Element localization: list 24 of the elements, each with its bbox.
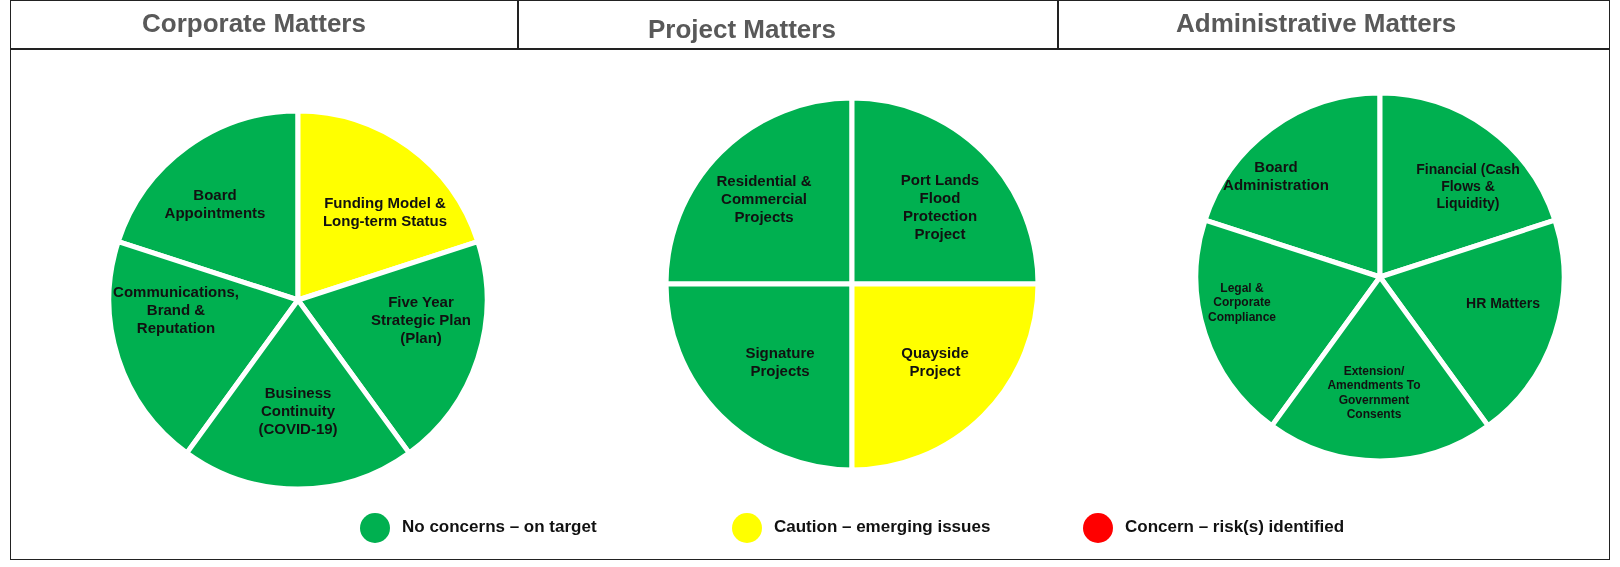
slice-label: Quayside Project [900,344,970,380]
pie-slice [852,284,1038,470]
legend-label: Concern – risk(s) identified [1125,517,1345,537]
slice-label: Funding Model & Long-term Status [321,194,449,230]
slice-label: Board Administration [1222,158,1330,194]
slice-label: Signature Projects [744,344,816,380]
legend-label: Caution – emerging issues [774,517,991,537]
slice-label: Board Appointments [163,186,267,222]
slice-label: Business Continuity (COVID-19) [257,384,339,438]
slice-label: Legal & Corporate Compliance [1207,281,1277,325]
slice-label: Communications, Brand & Reputation [112,283,240,337]
slice-label: Five Year Strategic Plan (Plan) [369,293,472,347]
slice-label: Extension/ Amendments To Government Consents [1326,364,1422,422]
pie-slice [852,98,1038,284]
slice-label: Financial (Cash Flows & Liquidity) [1415,160,1521,212]
section-heading: Project Matters [648,14,836,45]
slice-label: Residential & Commercial Projects [715,172,813,226]
slice-label: HR Matters [1465,294,1541,312]
pie-slice [666,284,852,470]
section-heading: Corporate Matters [142,8,366,39]
slice-label: Port Lands Flood Protection Project [899,171,981,243]
legend-label: No concerns – on target [402,517,597,537]
pie-slice [666,98,852,284]
section-heading: Administrative Matters [1176,8,1457,39]
